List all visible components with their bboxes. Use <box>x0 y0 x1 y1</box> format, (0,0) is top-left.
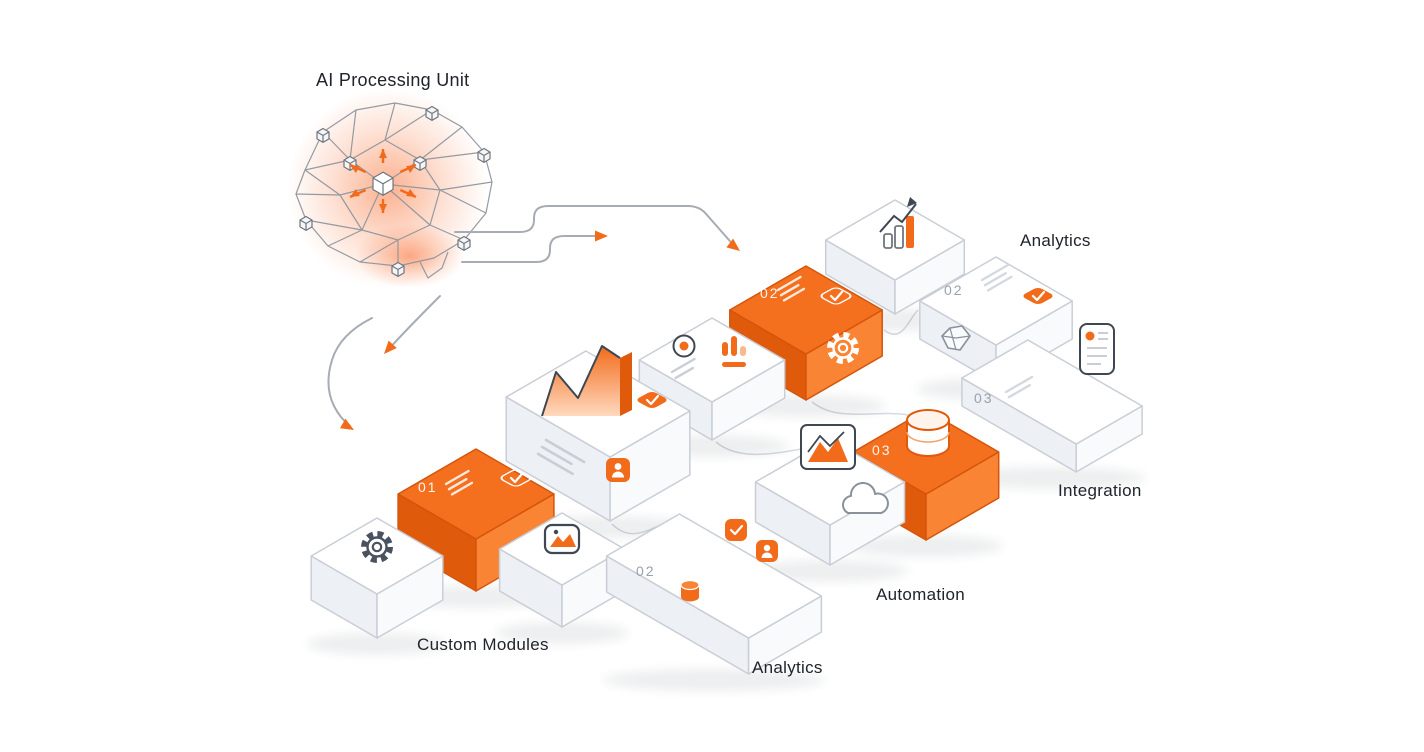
route-top-short <box>461 235 601 263</box>
node-cube-icon <box>457 235 471 251</box>
block-number: 02 <box>636 563 656 579</box>
text-lines-icon <box>980 263 1013 292</box>
block-face-top <box>961 339 1143 445</box>
block-face-top <box>605 513 823 639</box>
text-lines-icon <box>536 438 586 476</box>
arrow-icon <box>339 418 354 430</box>
block-number: 03 <box>872 442 892 458</box>
donut-chart-icon <box>672 334 696 358</box>
user-badge-icon <box>606 458 630 482</box>
node-cube-icon <box>477 147 491 163</box>
label-analytics-bottom: Analytics <box>752 658 823 677</box>
node-cube-icon <box>391 261 405 277</box>
label-automation: Automation <box>876 585 965 604</box>
integration-03-slab <box>957 339 1147 489</box>
gear-icon <box>827 332 859 364</box>
text-lines-icon <box>670 357 696 380</box>
block-face-top <box>397 448 555 540</box>
check-badge-icon <box>500 469 532 487</box>
check-badge-icon <box>725 519 747 541</box>
arrow-head-icon <box>406 165 416 173</box>
arrow-head-icon <box>350 165 360 173</box>
analytics-02-slab <box>602 513 826 691</box>
gear-icon <box>361 531 393 563</box>
brain-core-cube-icon <box>349 149 417 213</box>
block-number: 02 <box>760 285 780 301</box>
area-chart-icon <box>541 345 632 417</box>
block-number: 03 <box>974 390 994 406</box>
arrow-head-icon <box>350 189 360 197</box>
blocks-layer <box>307 199 1147 691</box>
crystal-icon <box>941 325 971 351</box>
text-lines-icon <box>1004 375 1034 399</box>
text-lines-icon <box>776 275 806 302</box>
route-left-loop <box>327 317 373 427</box>
block-number: 02 <box>944 282 964 298</box>
block-shadow <box>849 535 1003 557</box>
text-lines-icon <box>444 469 474 496</box>
block-shadow <box>602 669 826 691</box>
arrow-head-icon <box>379 149 387 158</box>
node-cube-icon <box>316 127 330 143</box>
arrow-head-icon <box>406 189 416 197</box>
block-face-top <box>919 256 1073 346</box>
arrow-head-icon <box>379 204 387 213</box>
icons-layer: 01 <box>361 197 1115 602</box>
node-cube-icon <box>299 215 313 231</box>
arrow-icon <box>726 238 740 251</box>
bar-chart-icon <box>722 336 746 367</box>
block-shadow <box>751 560 909 582</box>
node-cube-icon <box>413 155 427 171</box>
growth-chart-icon <box>879 197 917 249</box>
framed-chart-icon <box>800 424 856 470</box>
block-shadow <box>957 467 1147 489</box>
check-badge-icon <box>1023 288 1053 304</box>
database-icon <box>906 409 950 457</box>
block-shadow <box>307 633 447 655</box>
brain-network-illustration <box>295 102 493 279</box>
route-top-long <box>454 205 737 249</box>
document-icon <box>1079 323 1115 375</box>
block-shadow <box>495 622 629 644</box>
block-number: 01 <box>418 479 438 495</box>
label-integration: Integration <box>1058 481 1142 500</box>
arrow-icon <box>384 340 397 354</box>
node-cube-icon <box>425 105 439 121</box>
diagram-title: AI Processing Unit <box>316 70 469 90</box>
database-icon <box>680 579 700 602</box>
node-cube-icon <box>372 171 394 196</box>
route-left-down <box>387 295 441 351</box>
user-badge-icon <box>756 540 778 562</box>
arrow-icon <box>595 230 608 242</box>
label-custom-modules: Custom Modules <box>417 635 549 654</box>
picture-icon <box>543 523 581 555</box>
check-badge-icon <box>820 287 852 305</box>
check-badge-icon <box>637 392 667 408</box>
labels-layer: AI Processing Unit Analytics Integration… <box>316 70 1142 677</box>
block-face-top <box>729 265 883 355</box>
brain-node-cubes <box>299 105 491 277</box>
connector-arrows <box>339 230 740 430</box>
cloud-icon <box>842 482 889 514</box>
label-analytics-right: Analytics <box>1020 231 1091 250</box>
